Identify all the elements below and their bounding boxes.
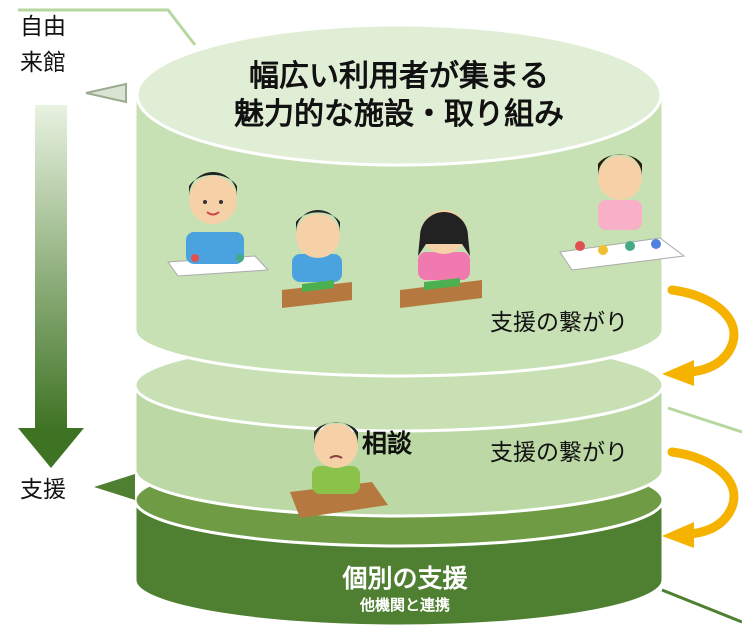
top-bracket-line — [18, 8, 197, 46]
top-layer — [133, 23, 665, 378]
girl-studying-illustration — [400, 210, 482, 308]
boy-studying-illustration — [282, 210, 352, 308]
left-label-bottom: 支援 — [20, 477, 66, 503]
worried-child-illustration — [290, 422, 388, 518]
connection-arrow-icon-2 — [662, 447, 739, 548]
left-label-top-line1: 自由 — [20, 14, 66, 40]
bottom-title: 個別の支援 — [341, 564, 468, 593]
right-connector-line-1 — [667, 406, 742, 434]
flow-down-arrow-icon — [18, 105, 84, 468]
consult-label: 相談 — [362, 429, 413, 458]
child-drawing-illustration — [167, 172, 270, 277]
bottom-pointer-icon — [94, 474, 135, 500]
left-label-top-line2: 来館 — [20, 50, 66, 76]
top-title-line1: 幅広い利用者が集まる — [249, 59, 549, 94]
top-pointer-icon — [85, 82, 127, 104]
connection-label-1: 支援の繋がり — [490, 310, 628, 336]
connection-arrow-icon-1 — [662, 285, 739, 386]
top-title-line2: 魅力的な施設・取り組み — [234, 97, 564, 132]
girl-crafting-illustration — [559, 154, 686, 271]
right-connector-line-2 — [661, 588, 742, 624]
bottom-subtitle: 他機関と連携 — [359, 596, 450, 614]
connection-label-2: 支援の繋がり — [490, 440, 628, 466]
